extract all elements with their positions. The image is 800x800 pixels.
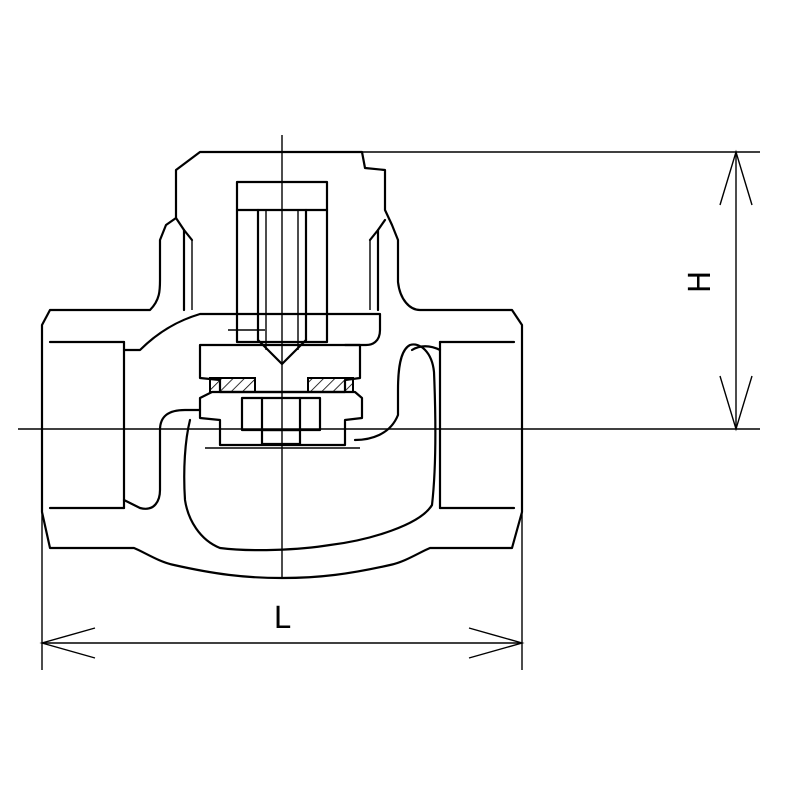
centerlines — [18, 135, 760, 578]
seal-right — [307, 377, 354, 393]
left-cavity-wall — [122, 408, 202, 510]
h-arrow-bottom — [719, 375, 753, 432]
l-label: L — [274, 601, 291, 636]
l-arrow-left — [39, 627, 96, 659]
cap-left-notch — [174, 216, 194, 242]
h-label: H — [683, 271, 718, 294]
dimension-height: H — [362, 149, 760, 432]
disc-nut — [240, 396, 322, 432]
disc-body — [198, 390, 364, 447]
left-inlet-passage — [122, 312, 382, 352]
bolt-head — [260, 428, 302, 446]
right-outlet-wall — [410, 345, 442, 352]
valve-stem — [228, 180, 329, 366]
cap-right-notch — [368, 218, 387, 242]
body-outline — [40, 150, 524, 580]
stem-guide — [235, 180, 329, 344]
h-arrow-top — [719, 149, 753, 206]
valve-disc — [198, 343, 364, 449]
seal-left — [209, 377, 256, 393]
l-arrow-right — [468, 627, 525, 659]
valve-body — [40, 150, 524, 580]
dimension-width: L — [39, 512, 525, 670]
inner-chamber — [183, 343, 437, 552]
